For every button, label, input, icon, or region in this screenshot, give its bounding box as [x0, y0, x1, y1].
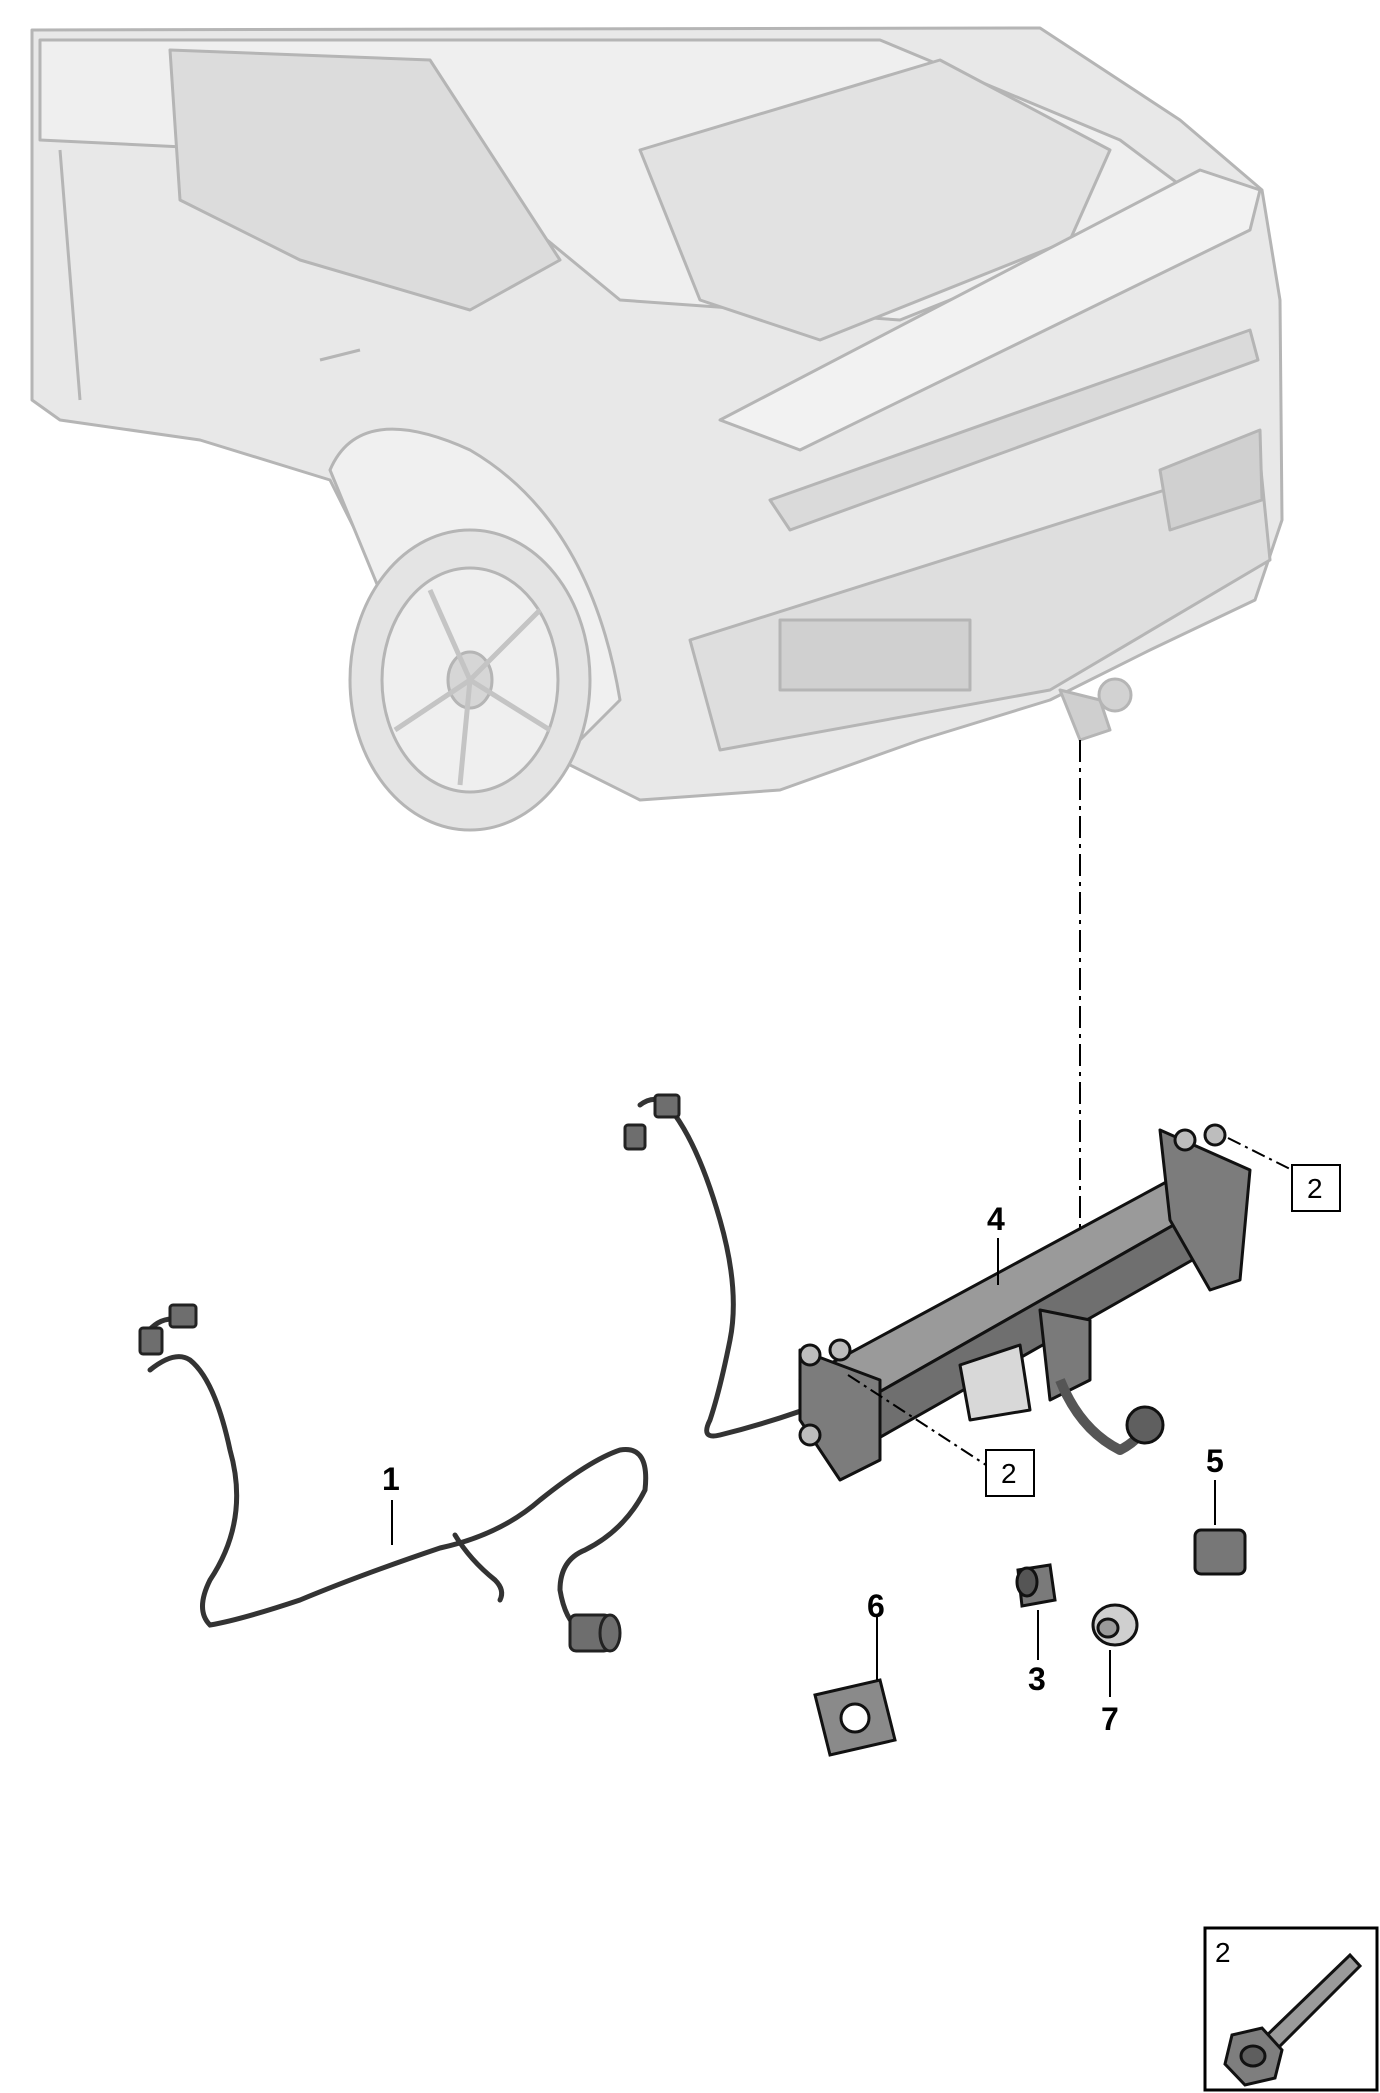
- part-3-socket: [1015, 1563, 1057, 1608]
- harness-connector: [138, 1303, 622, 1653]
- part-7-cover: [1091, 1603, 1139, 1647]
- tow-bar-crossmember: [798, 1123, 1252, 1482]
- harness-connector-right: [623, 1093, 681, 1151]
- callout-part-7: 7: [1101, 1701, 1119, 1737]
- reference-box-middle-label: 2: [1001, 1458, 1017, 1489]
- callout-part-6: 6: [867, 1588, 885, 1624]
- bolt-inset-label: 2: [1215, 1937, 1231, 1968]
- bolt-inset-panel: 2: [1203, 1926, 1379, 2092]
- callout-part-1: 1: [382, 1461, 400, 1497]
- callout-part-4: 4: [987, 1201, 1005, 1237]
- reference-box-top-label: 2: [1307, 1173, 1323, 1204]
- part-5-cap: [1193, 1528, 1247, 1576]
- vehicle-rear-illustration: [30, 26, 1284, 832]
- leader-lines: [391, 1137, 1293, 1697]
- reference-box-top: 2: [1291, 1164, 1341, 1212]
- callout-part-3: 3: [1028, 1661, 1046, 1697]
- callout-part-5: 5: [1206, 1443, 1224, 1479]
- reference-box-middle: 2: [985, 1449, 1035, 1497]
- bolt-icon: [1223, 1952, 1363, 2087]
- part-6-gasket: [813, 1678, 897, 1757]
